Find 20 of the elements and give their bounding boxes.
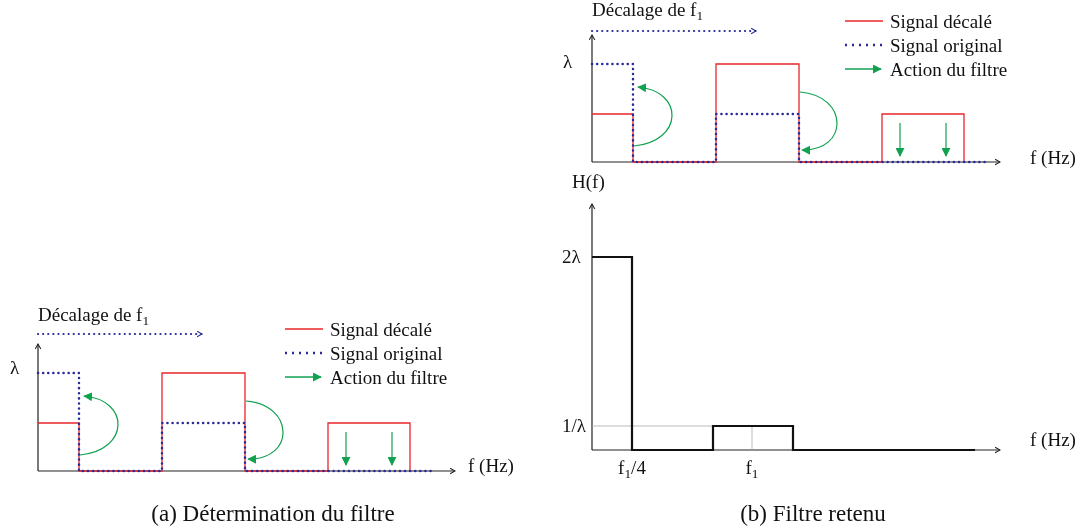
legend-label: Signal original (330, 344, 443, 363)
legend-label: Signal décalé (330, 320, 432, 339)
tick-label: 2λ (562, 247, 581, 266)
axis-label: λ (10, 358, 20, 377)
legend-label: Signal original (890, 36, 1003, 55)
legend-label: Action du filtre (890, 60, 1008, 79)
axis-label: λ (563, 52, 573, 71)
caption: (b) Filtre retenu (740, 502, 886, 525)
tick-label: f$_{1}$ (745, 458, 759, 477)
annotation: Décalage de f$_{1}$ (592, 0, 704, 19)
axis-label: H(f) (572, 172, 605, 191)
tick-label: f$_{1}$/4 (618, 458, 646, 477)
annotation: Décalage de f$_{1}$ (38, 305, 150, 324)
caption: (a) Détermination du filtre (151, 502, 395, 525)
axis-label: f (Hz) (1030, 148, 1076, 167)
tick-label: 1/λ (562, 416, 586, 435)
legend-label: Action du filtre (330, 368, 448, 387)
axis-label: f (Hz) (1030, 430, 1076, 449)
axis-label: f (Hz) (468, 456, 514, 475)
legend-label: Signal décalé (890, 12, 992, 31)
